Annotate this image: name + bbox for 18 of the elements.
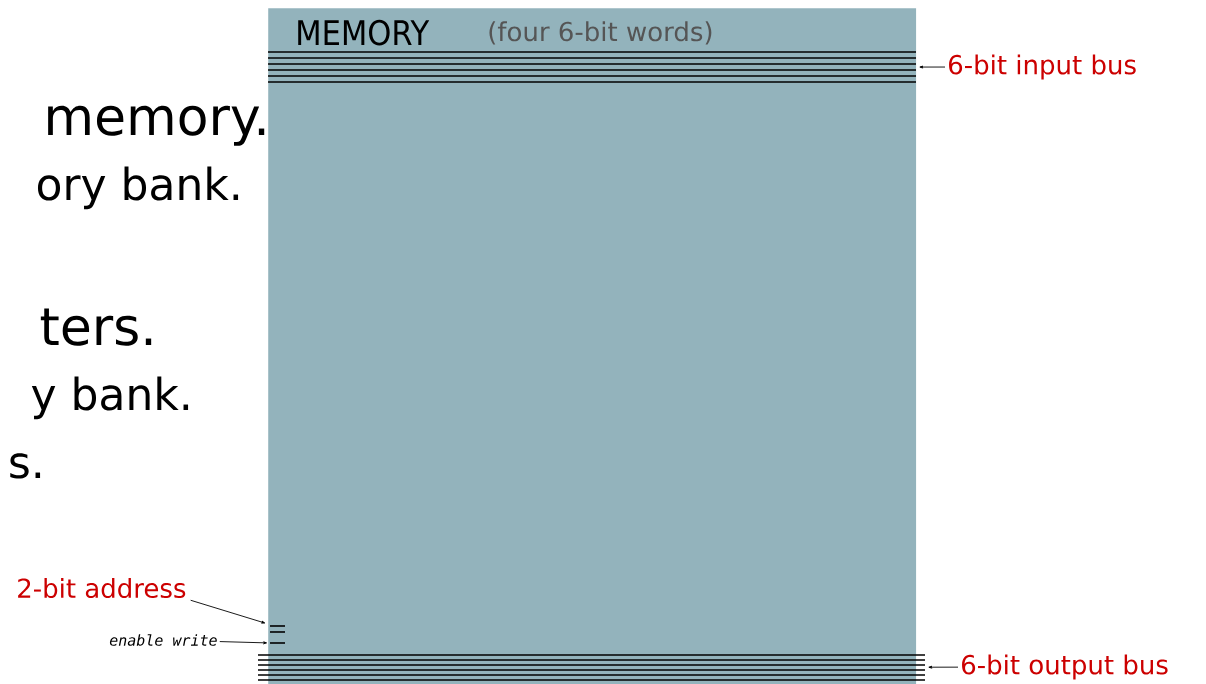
slide-text: ters. [40, 308, 152, 346]
arrow [919, 65, 946, 69]
memory-title: MEMORY [298, 19, 430, 46]
slide-text: ory bank. [37, 166, 239, 210]
bus-lines [269, 642, 286, 644]
arrow [928, 665, 959, 669]
bus-label: 6-bit input bus [949, 54, 1136, 80]
bus-label: 2-bit address [18, 577, 186, 599]
memory-subtitle: (four 6-bit words) [489, 21, 712, 45]
slide-text: y bank. [31, 376, 189, 420]
bus-lines [269, 625, 286, 633]
slide-text: s. [10, 453, 41, 479]
bus-label: 6-bit output bus [962, 654, 1168, 680]
slide-text: memory. [48, 105, 265, 146]
arrow [219, 641, 268, 645]
bus-lines [267, 51, 917, 83]
arrow [190, 599, 266, 624]
bus-label: enable write [109, 634, 217, 646]
